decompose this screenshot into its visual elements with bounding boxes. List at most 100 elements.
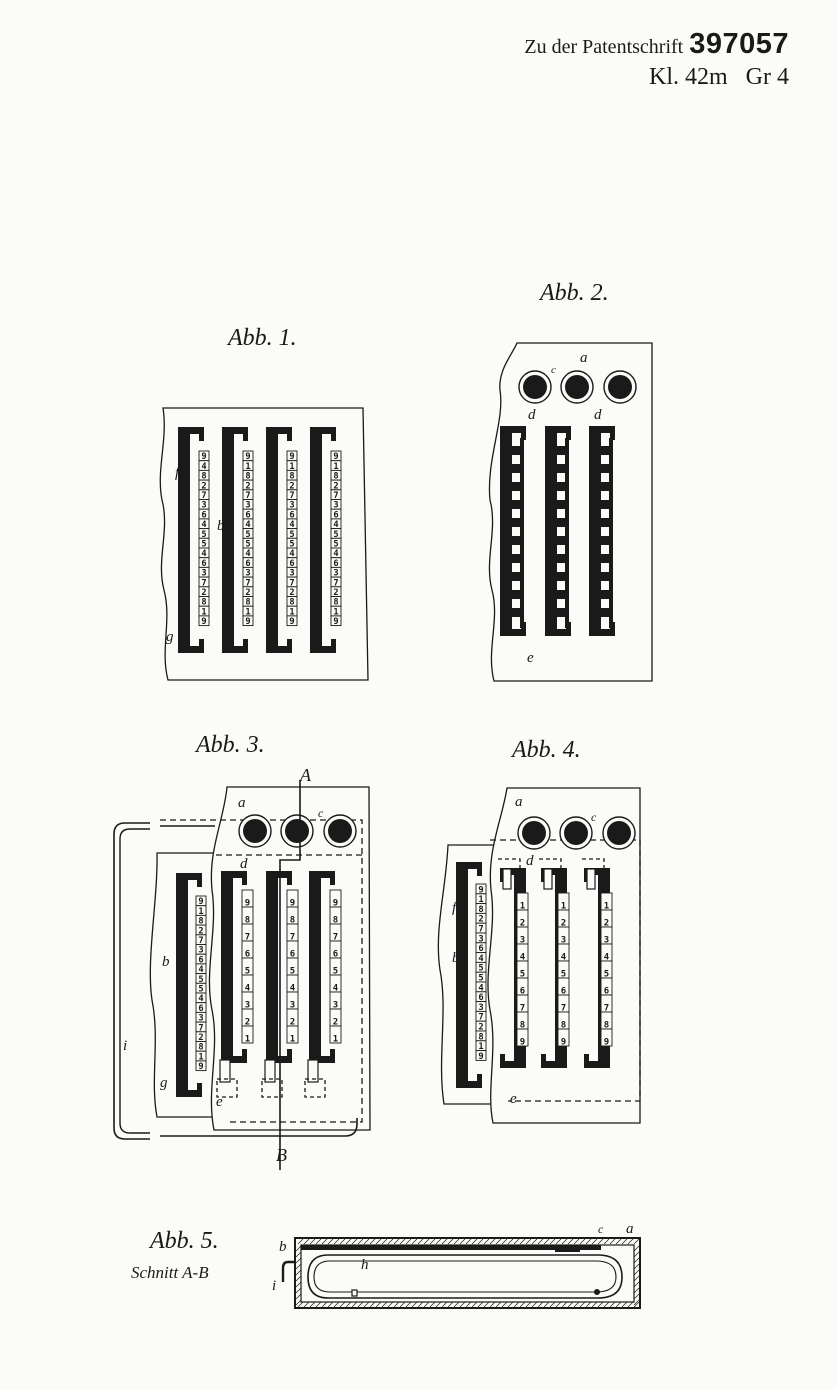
bracket-top-tip	[330, 871, 335, 885]
label-e: e	[527, 650, 534, 666]
hatch-line	[339, 1238, 346, 1245]
figure-2-tooth	[557, 518, 567, 527]
digit-label: 5	[198, 975, 203, 985]
hatch-line	[423, 1301, 430, 1308]
digit-label: 6	[333, 950, 338, 960]
hatch-line	[447, 1301, 454, 1308]
hatch-line	[429, 1301, 436, 1308]
bracket-bottom-tip	[584, 1054, 589, 1068]
digit-label: 1	[333, 607, 338, 617]
hatch-line	[429, 1238, 436, 1245]
hatch-line	[483, 1301, 490, 1308]
hatch-line	[519, 1238, 526, 1245]
hatch-line	[357, 1238, 364, 1245]
digit-label: 9	[333, 452, 338, 462]
digit-label: 8	[333, 598, 338, 608]
bracket-bar	[456, 862, 468, 1088]
digit-label: 9	[290, 899, 295, 909]
digit-label: 2	[478, 1023, 483, 1033]
label-d: d	[528, 407, 536, 423]
bracket-bottom-hook	[456, 1081, 482, 1088]
digit-label: 4	[478, 983, 483, 993]
digit-label: 7	[333, 491, 338, 501]
hatch-line	[339, 1301, 346, 1308]
label-f: f	[175, 465, 181, 481]
bracket-bottom-hook	[178, 646, 204, 653]
digit-label: 5	[478, 974, 483, 984]
digit-label: 6	[604, 987, 609, 997]
digit-cell	[600, 1028, 613, 1047]
bracket-top-tip	[610, 426, 615, 440]
knob-core	[328, 819, 352, 843]
hatch-line	[345, 1238, 352, 1245]
digit-label: 1	[289, 462, 294, 472]
digit-label: 5	[245, 530, 250, 540]
digit-label: 8	[245, 916, 250, 926]
bracket-top-tip	[521, 426, 526, 440]
figure-3-tube-inner	[119, 828, 150, 1134]
digit-cell	[198, 615, 210, 627]
digit-label: 9	[201, 617, 206, 627]
digit-label: 2	[289, 588, 294, 598]
digit-label: 2	[245, 481, 250, 491]
bracket-bottom-hook	[500, 629, 526, 636]
hatch-line	[363, 1301, 370, 1308]
digit-label: 9	[289, 452, 294, 462]
digit-label: 5	[289, 530, 294, 540]
digit-label: 8	[289, 598, 294, 608]
digit-label: 7	[245, 491, 250, 501]
figure-2-tooth	[601, 500, 611, 509]
figure-4-knob	[559, 816, 593, 850]
figure-4-slot-dashed	[539, 858, 562, 874]
figure-2-tooth	[557, 536, 567, 545]
digit-label: 4	[245, 984, 251, 994]
figure-2-bracket	[589, 426, 615, 636]
figure-4-slot	[502, 868, 512, 890]
figure-2-tooth	[557, 590, 567, 599]
hatch-line	[633, 1269, 640, 1276]
digit-label: 1	[290, 1035, 295, 1045]
hatch-line	[603, 1301, 610, 1308]
bracket-top-tip	[566, 426, 571, 440]
figure-4-slot-dashed	[498, 858, 521, 874]
digit-label: 2	[333, 1018, 338, 1028]
figure-4-knob	[517, 816, 551, 850]
digit-label: 4	[198, 965, 203, 975]
digit-label: 8	[198, 917, 203, 927]
digit-label: 2	[290, 1018, 295, 1028]
digit-label: 5	[198, 985, 203, 995]
hatch-line	[609, 1301, 616, 1308]
digit-label: 4	[198, 994, 203, 1004]
hatch-line	[333, 1238, 340, 1245]
digit-label: 3	[333, 569, 338, 579]
digit-label: 3	[245, 569, 250, 579]
hatch-line	[345, 1301, 352, 1308]
label-a: a	[626, 1221, 634, 1237]
bracket-top-tip	[243, 427, 248, 441]
digit-cell	[330, 615, 342, 627]
hatch-line	[315, 1301, 322, 1308]
digit-label: 7	[201, 491, 206, 501]
hatch-line	[633, 1293, 640, 1300]
hatch-line	[567, 1238, 574, 1245]
bracket-bottom-tip	[242, 1049, 247, 1063]
bracket-bar	[310, 427, 322, 653]
bracket-top-hook	[266, 427, 292, 434]
figure-3-slot-dashed	[216, 1078, 238, 1098]
digit-label: 7	[198, 1023, 203, 1033]
patent-label: Zu der Patentschrift	[524, 36, 684, 58]
label-b: b	[162, 954, 170, 970]
figure-2-tooth	[512, 536, 522, 545]
bracket-bottom-tip	[566, 622, 571, 636]
hatch-line	[357, 1301, 364, 1308]
digit-label: 3	[198, 1014, 203, 1024]
bracket-top-tip	[477, 862, 482, 876]
hatch-line	[351, 1301, 358, 1308]
digit-label: 1	[561, 902, 566, 912]
figure-3: 9182736455463728199876543219876543219876…	[113, 780, 371, 1170]
knob-core	[607, 821, 631, 845]
